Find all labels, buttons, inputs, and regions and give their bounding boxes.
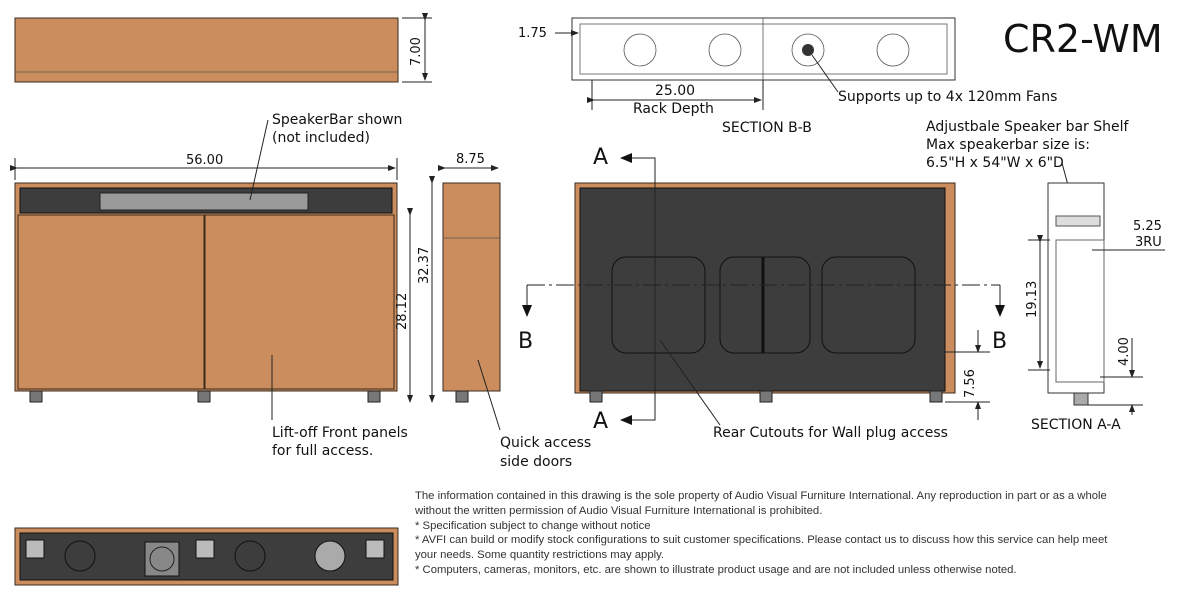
callout-speakerbar-1: SpeakerBar shown <box>272 112 402 128</box>
rear-view: A A B B 7.56 Rear Cutouts for Wall plug … <box>518 145 1007 441</box>
dim-cutline-height: 7.56 <box>963 369 978 398</box>
rear-cutout <box>821 256 916 354</box>
section-a-marker-bottom: A <box>593 409 608 434</box>
rack-depth-label: Rack Depth <box>633 101 714 117</box>
disclaimer-line: without the written permission of Audio … <box>415 504 823 517</box>
callout-shelf-2: Max speakerbar size is: <box>926 137 1090 153</box>
section-aa: Adjustbale Speaker bar Shelf Max speaker… <box>926 119 1165 433</box>
speakerbar <box>99 192 309 211</box>
shelf-ru-label: 3RU <box>1135 235 1162 250</box>
section-aa-label: SECTION A-A <box>1031 417 1121 433</box>
disclaimer-line: * AVFI can build or modify stock configu… <box>415 534 1108 547</box>
section-bb-label: SECTION B-B <box>722 120 812 136</box>
disclaimer-line: your needs. Some quantity restrictions m… <box>415 549 665 562</box>
disclaimer: The information contained in this drawin… <box>415 489 1195 578</box>
side-view: 8.75 Quick access side doors <box>438 152 591 470</box>
dim-depth: 8.75 <box>456 152 485 167</box>
dim-shelf-ru: 5.25 <box>1133 219 1162 234</box>
front-view: 56.00 28.12 32.37 SpeakerBar shown (not … <box>10 112 435 459</box>
front-panel-right <box>204 214 395 390</box>
section-b-marker-left: B <box>518 329 533 354</box>
rear-cutout <box>719 256 811 354</box>
dim-width: 56.00 <box>186 153 223 168</box>
dim-top-height: 7.00 <box>409 37 424 66</box>
callout-rear-cutouts: Rear Cutouts for Wall plug access <box>713 425 948 441</box>
callout-fans: Supports up to 4x 120mm Fans <box>838 89 1057 105</box>
dim-rack-height: 19.13 <box>1025 281 1040 318</box>
callout-front-panels-2: for full access. <box>272 443 373 459</box>
section-b-marker-right: B <box>992 329 1007 354</box>
dim-rack-depth: 25.00 <box>655 83 695 99</box>
callout-shelf-3: 6.5"H x 54"W x 6"D <box>926 155 1064 171</box>
callout-side-doors-1: Quick access <box>500 435 591 451</box>
callout-speakerbar-2: (not included) <box>272 130 370 146</box>
callout-shelf-1: Adjustbale Speaker bar Shelf <box>926 119 1130 135</box>
dim-inner-height: 28.12 <box>395 293 410 330</box>
disclaimer-line: The information contained in this drawin… <box>415 490 1107 502</box>
rear-cutout <box>611 256 706 354</box>
disclaimer-line: * Specification subject to change withou… <box>415 519 651 532</box>
top-view: 7.00 <box>14 13 432 83</box>
model-title: CR2-WM <box>1003 17 1163 61</box>
disclaimer-line: * Computers, cameras, monitors, etc. are… <box>415 563 1017 576</box>
dim-bottom-offset: 4.00 <box>1117 337 1132 366</box>
bottom-view <box>14 527 399 586</box>
section-a-marker-top: A <box>593 145 608 170</box>
callout-side-doors-2: side doors <box>500 454 572 470</box>
callout-front-panels-1: Lift-off Front panels <box>272 425 408 441</box>
dim-bb-offset: 1.75 <box>518 26 547 41</box>
dim-overall-height: 32.37 <box>417 247 432 284</box>
section-bb: 1.75 25.00 Rack Depth SECTION B-B Suppor… <box>518 17 1057 136</box>
front-panel-left <box>17 214 205 390</box>
